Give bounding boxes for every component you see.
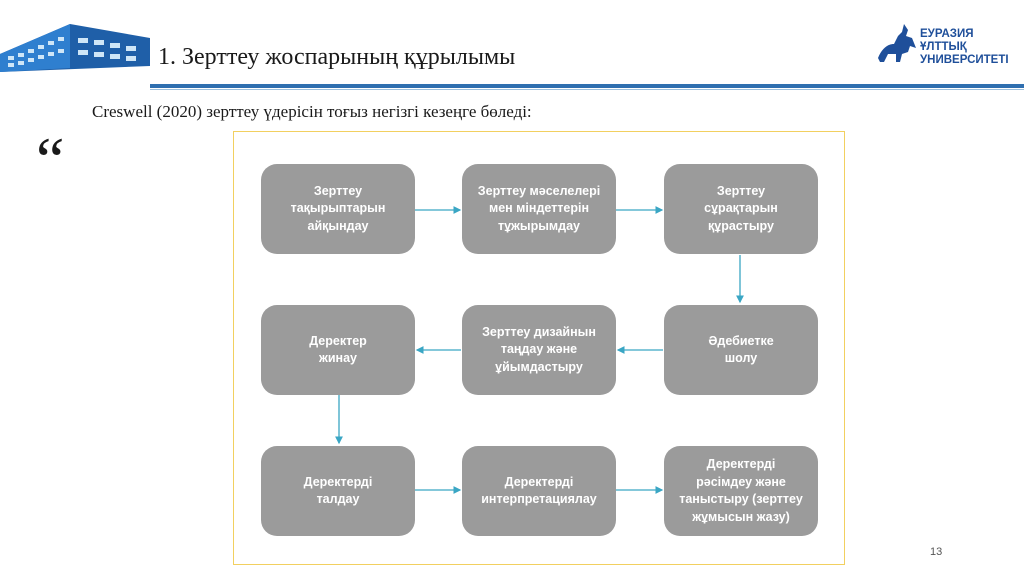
quote-mark: “ bbox=[36, 124, 65, 195]
header-divider-thin bbox=[150, 89, 1024, 90]
header-bar bbox=[0, 0, 1024, 88]
slide-subtitle: Creswell (2020) зерттеу үдерісін тоғыз н… bbox=[92, 102, 532, 121]
slide-title: 1. Зерттеу жоспарының құрылымы bbox=[158, 44, 516, 70]
step-3-box: Зерттеу сұрақтарын құрастыру bbox=[664, 164, 818, 254]
step-2-box: Зерттеу мәселелері мен міндеттерін тұжыр… bbox=[462, 164, 616, 254]
step-5-box: Зерттеу дизайнын таңдау және ұйымдастыру bbox=[462, 305, 616, 395]
step-7-box: Деректерді талдау bbox=[261, 446, 415, 536]
building-logo-icon bbox=[0, 24, 150, 72]
university-logo-text: ЕУРАЗИЯ ҰЛТТЫҚ УНИВЕРСИТЕТІ bbox=[920, 28, 1009, 67]
step-4-box: Әдебиетке шолу bbox=[664, 305, 818, 395]
step-6-box: Деректер жинау bbox=[261, 305, 415, 395]
step-1-box: Зерттеу тақырыптарын айқындау bbox=[261, 164, 415, 254]
page-number: 13 bbox=[930, 546, 943, 558]
header-divider bbox=[150, 84, 1024, 88]
step-8-box: Деректерді интерпретациялау bbox=[462, 446, 616, 536]
horse-rider-emblem-icon bbox=[878, 24, 916, 62]
step-9-box: Деректерді рәсімдеу және таныстыру (зерт… bbox=[664, 446, 818, 536]
